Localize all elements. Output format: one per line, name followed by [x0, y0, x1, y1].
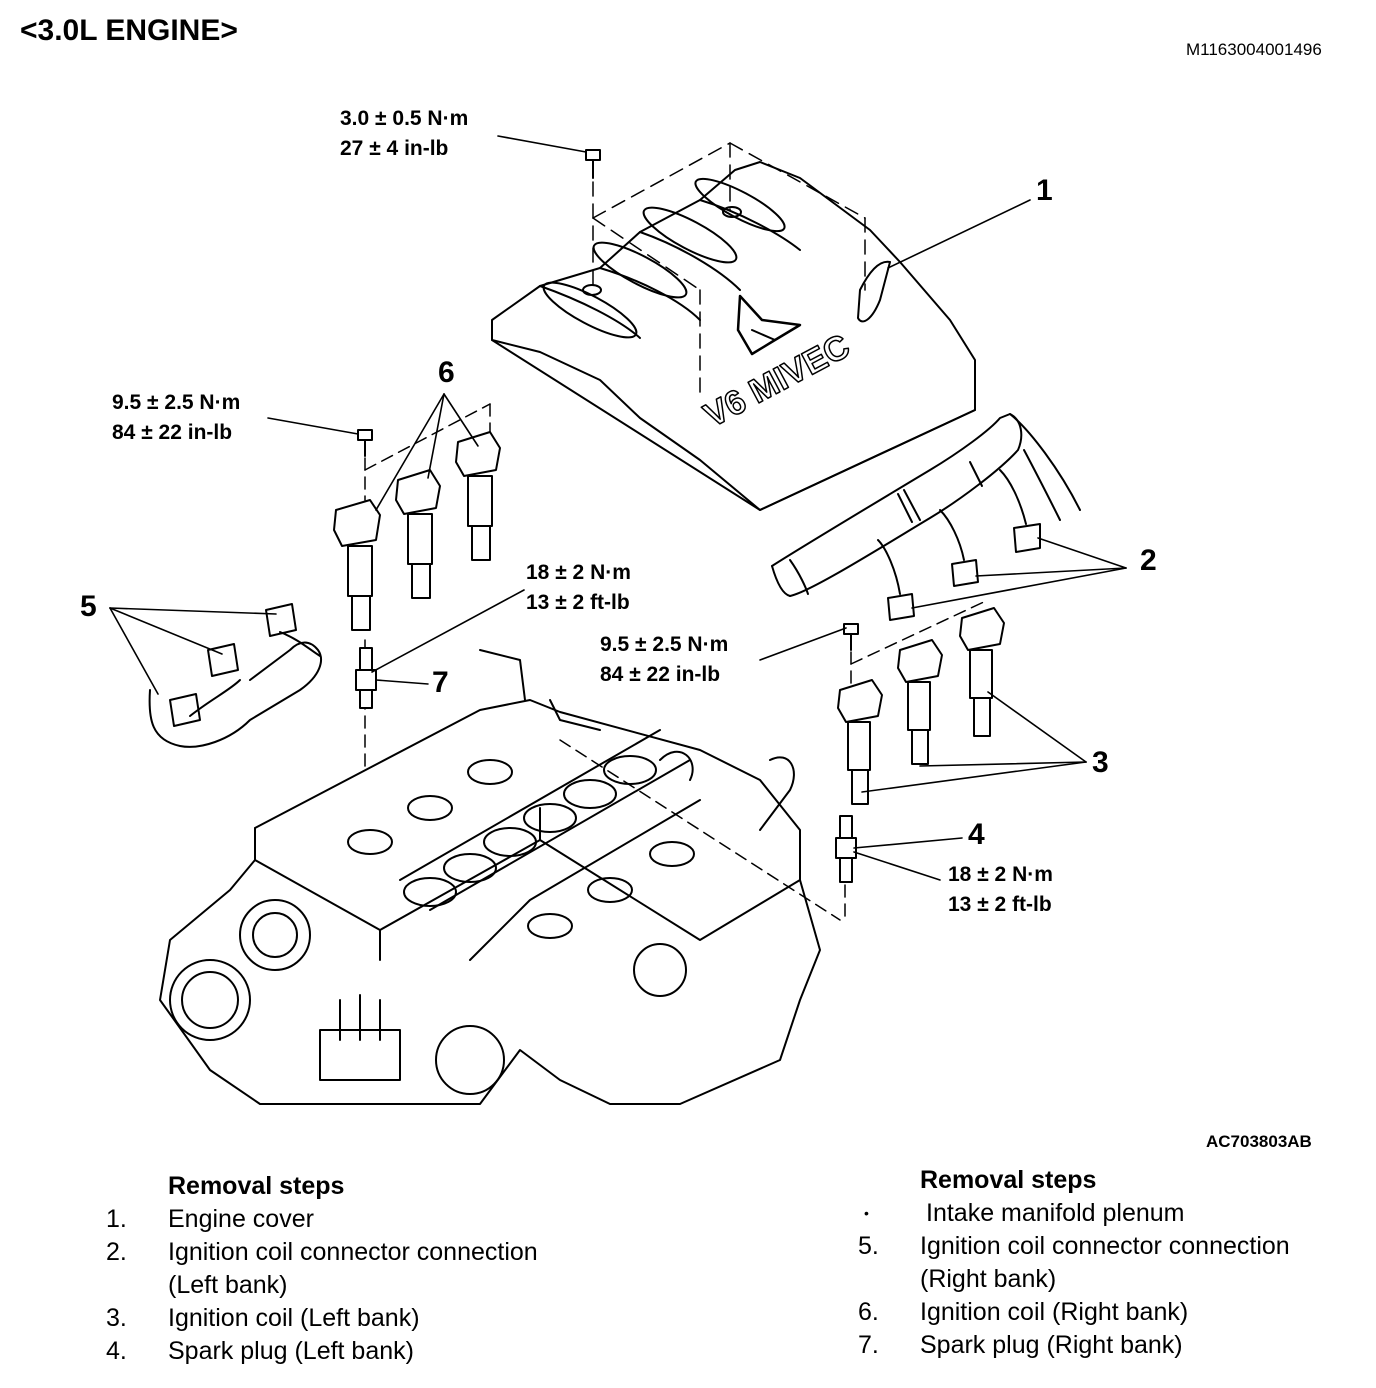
- steps-heading: Removal steps: [920, 1166, 1097, 1194]
- callout-2: 2: [1140, 544, 1157, 577]
- torque-metric: 9.5 ± 2.5 N·m: [112, 391, 241, 414]
- left-spark-plug: [835, 815, 857, 883]
- left-coil-bolt: [843, 623, 859, 651]
- torque-imperial: 13 ± 2 ft-lb: [948, 893, 1052, 916]
- step-item: 2.Ignition coil connector connection: [106, 1238, 538, 1266]
- callout-4: 4: [968, 818, 985, 851]
- figure-code: AC703803AB: [1206, 1132, 1312, 1151]
- engine-block: [159, 649, 841, 1105]
- torque-left-coil-bolt: 9.5 ± 2.5 N·m 84 ± 22 in-lb: [600, 630, 728, 690]
- step-item: 1.Engine cover: [106, 1205, 314, 1233]
- removal-steps-right: Removal steps •Intake manifold plenum 5.…: [858, 1164, 1290, 1362]
- left-bank-ignition-coils: [837, 607, 1005, 805]
- step-item: •Intake manifold plenum: [858, 1197, 1290, 1230]
- callout-6: 6: [438, 356, 455, 389]
- torque-metric: 18 ± 2 N·m: [526, 561, 631, 584]
- step-item-continuation: (Left bank): [168, 1271, 288, 1299]
- torque-metric: 18 ± 2 N·m: [948, 863, 1053, 886]
- right-bank-connectors: [148, 603, 322, 748]
- engine-cover: [491, 161, 976, 511]
- callout-5: 5: [80, 590, 97, 623]
- torque-imperial: 27 ± 4 in-lb: [340, 137, 449, 160]
- callout-3: 3: [1092, 746, 1109, 779]
- page-title: <3.0L ENGINE>: [20, 14, 238, 47]
- torque-metric: 9.5 ± 2.5 N·m: [600, 633, 729, 656]
- torque-imperial: 13 ± 2 ft-lb: [526, 591, 630, 614]
- intake-pipe: [771, 413, 1081, 597]
- step-item: 6.Ignition coil (Right bank): [858, 1298, 1189, 1326]
- document-code: M1163004001496: [1186, 40, 1322, 59]
- right-bank-ignition-coils: [333, 431, 501, 631]
- steps-heading: Removal steps: [168, 1172, 345, 1200]
- step-item: 7.Spark plug (Right bank): [858, 1331, 1183, 1359]
- right-coil-bolt: [357, 429, 373, 457]
- torque-metric: 3.0 ± 0.5 N·m: [340, 107, 469, 130]
- torque-imperial: 84 ± 22 in-lb: [600, 663, 721, 686]
- torque-right-spark-plug: 18 ± 2 N·m 13 ± 2 ft-lb: [526, 558, 631, 618]
- left-bank-connectors: [877, 469, 1041, 621]
- leader-lines: [109, 135, 1127, 881]
- callout-1: 1: [1036, 174, 1053, 207]
- torque-left-spark-plug: 18 ± 2 N·m 13 ± 2 ft-lb: [948, 860, 1053, 920]
- step-item: 5.Ignition coil connector connection: [858, 1232, 1290, 1260]
- right-spark-plug: [355, 647, 377, 709]
- step-item-continuation: (Right bank): [920, 1265, 1057, 1293]
- step-item: 3.Ignition coil (Left bank): [106, 1304, 420, 1332]
- torque-right-coil-bolt: 9.5 ± 2.5 N·m 84 ± 22 in-lb: [112, 388, 240, 448]
- cover-bolt: [585, 149, 601, 179]
- callout-7: 7: [432, 666, 449, 699]
- torque-imperial: 84 ± 22 in-lb: [112, 421, 233, 444]
- torque-cover-bolt: 3.0 ± 0.5 N·m 27 ± 4 in-lb: [340, 104, 468, 164]
- removal-steps-left: Removal steps 1.Engine cover 2.Ignition …: [106, 1170, 538, 1368]
- bullet-icon: •: [864, 1205, 869, 1221]
- step-item: 4.Spark plug (Left bank): [106, 1337, 414, 1365]
